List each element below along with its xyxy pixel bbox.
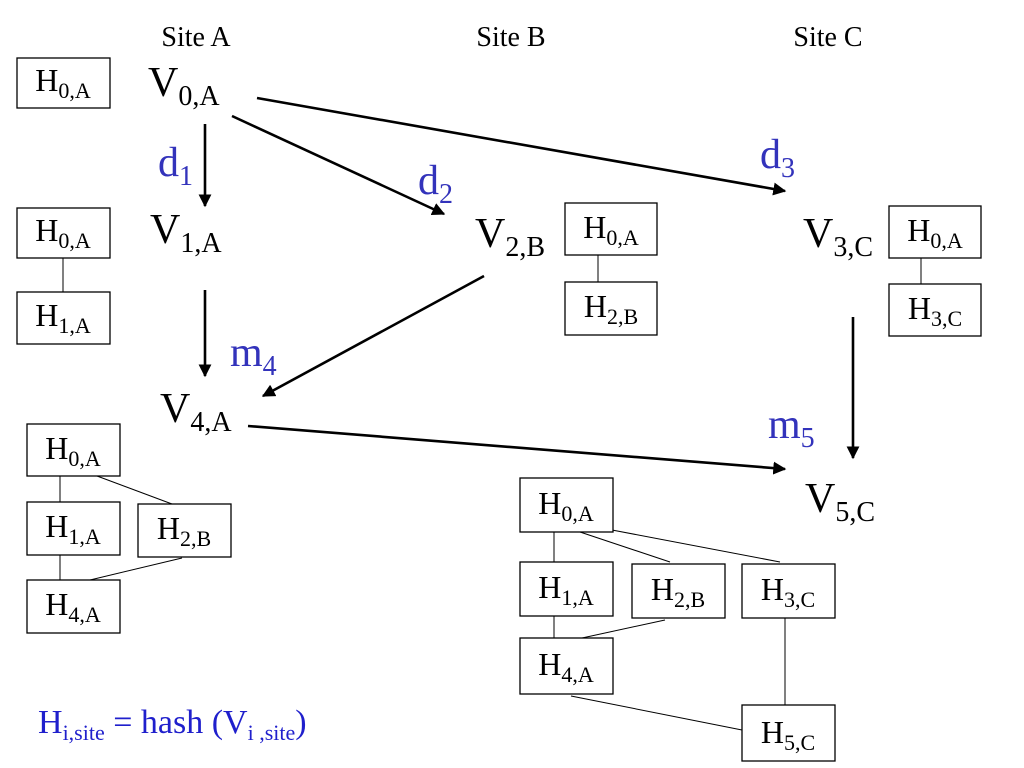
hash-box bbox=[519, 561, 614, 617]
hash-label: H0,A bbox=[583, 209, 639, 250]
arrow-v2b-v4a bbox=[261, 274, 485, 398]
arrow-v4a-v5c bbox=[247, 424, 787, 475]
hash-label: H2,B bbox=[157, 510, 211, 551]
version-v5c: V5,C bbox=[805, 476, 875, 528]
hash-label: H3,C bbox=[761, 571, 815, 612]
hash-label: H2,B bbox=[651, 571, 705, 612]
hash-link bbox=[581, 619, 666, 639]
version-v1a: V1,A bbox=[150, 207, 222, 259]
hash-label: H3,C bbox=[908, 290, 962, 331]
hash-label: H0,A bbox=[35, 62, 91, 103]
hash-group-v0a: H0,A bbox=[16, 57, 111, 109]
version-arrows bbox=[198, 96, 860, 475]
hash-label: H5,C bbox=[761, 714, 815, 755]
hash-box bbox=[888, 205, 982, 259]
hash-box bbox=[16, 207, 111, 259]
edge-label-m4: m4 bbox=[230, 330, 277, 382]
hash-box bbox=[888, 283, 982, 337]
hash-box bbox=[26, 579, 121, 634]
hash-link bbox=[570, 695, 743, 731]
hash-label: H0,A bbox=[907, 212, 963, 253]
hash-box bbox=[137, 503, 232, 558]
version-v4a: V4,A bbox=[160, 386, 232, 438]
hash-box bbox=[16, 57, 111, 109]
version-v3c: V3,C bbox=[803, 211, 873, 263]
edge-label-m5: m5 bbox=[768, 402, 815, 454]
hash-box bbox=[564, 202, 658, 256]
hash-box bbox=[631, 563, 726, 619]
hash-label: H1,A bbox=[45, 508, 101, 549]
hash-group-v4a: H0,A H1,A H2,B H4,A bbox=[26, 423, 232, 634]
hash-group-v5c: H0,A H1,A H2,B H3,C H4,A H5,C bbox=[519, 477, 836, 762]
arrow-v0a-v2b bbox=[231, 114, 446, 216]
hash-link bbox=[579, 531, 671, 563]
hash-label: H0,A bbox=[35, 212, 91, 253]
hash-box bbox=[519, 637, 614, 695]
hash-box bbox=[741, 563, 836, 619]
hash-formula: Hi,site = hash (Vi ,site) bbox=[38, 704, 307, 745]
hash-box bbox=[519, 477, 614, 533]
hash-label: H0,A bbox=[45, 430, 101, 471]
hash-label: H1,A bbox=[35, 297, 91, 338]
edge-label-d2: d2 bbox=[418, 158, 453, 210]
hash-link bbox=[96, 475, 173, 505]
arrow-v0a-v3c bbox=[256, 96, 787, 196]
hash-label: H4,A bbox=[45, 586, 101, 627]
version-v2b: V2,B bbox=[475, 211, 545, 263]
hash-label: H2,B bbox=[584, 288, 638, 329]
hash-box bbox=[16, 291, 111, 345]
hash-group-v3c: H0,A H3,C bbox=[888, 205, 982, 337]
hash-link bbox=[611, 529, 781, 563]
hash-box bbox=[26, 423, 121, 477]
version-v0a: V0,A bbox=[148, 60, 220, 112]
hash-link bbox=[89, 557, 183, 581]
hash-group-v2b: H0,A H2,B bbox=[564, 202, 658, 336]
hash-label: H4,A bbox=[538, 646, 594, 687]
hash-box bbox=[741, 704, 836, 762]
edge-label-d1: d1 bbox=[158, 140, 193, 192]
hash-box bbox=[564, 281, 658, 336]
hash-label: H0,A bbox=[538, 485, 594, 526]
hash-box bbox=[26, 501, 121, 556]
hash-label: H1,A bbox=[538, 569, 594, 610]
hash-group-v1a: H0,A H1,A bbox=[16, 207, 111, 345]
edge-label-d3: d3 bbox=[760, 132, 795, 184]
site-b-header: Site B bbox=[476, 22, 545, 53]
site-c-header: Site C bbox=[793, 22, 862, 53]
site-a-header: Site A bbox=[161, 22, 231, 53]
